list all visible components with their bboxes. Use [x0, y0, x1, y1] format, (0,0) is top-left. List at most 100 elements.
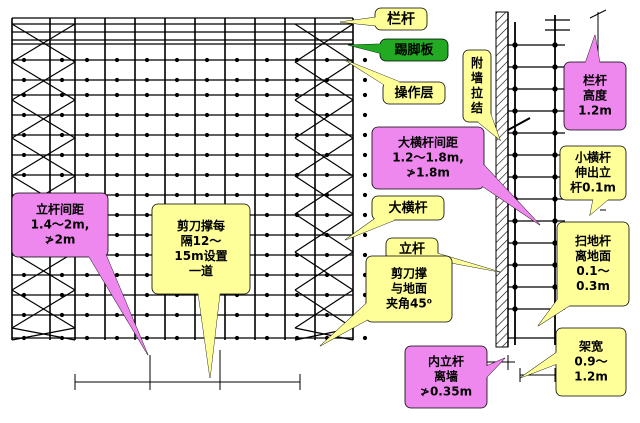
cross-brace — [11, 289, 76, 329]
main-ledger-spacing-label-text: 1.2～1.8m, — [392, 151, 464, 165]
transom-dot — [59, 152, 65, 158]
transom-dot — [204, 77, 210, 83]
transom-dot — [21, 172, 27, 178]
cross-brace — [294, 23, 354, 63]
transom-dot — [204, 152, 210, 158]
transom-dot — [204, 132, 210, 138]
guardrail-height-label-text: 栏杆 — [583, 73, 607, 88]
transom-dot — [59, 112, 65, 118]
transom-dot — [59, 77, 65, 83]
transom-dot — [362, 77, 368, 83]
transom-dot — [84, 335, 90, 341]
brace-angle-label-text: 与地面 — [391, 281, 427, 296]
upright-spacing-label-text: 立杆间距 — [36, 202, 84, 217]
frame-width-label-text: 0.9～ — [574, 355, 607, 369]
brace-interval-label-text: 隔12～ — [181, 233, 222, 248]
inner-upright-label-text: 离墙 — [434, 369, 458, 384]
transom-dot — [59, 132, 65, 138]
transom-dot — [21, 152, 27, 158]
transom-dot — [174, 192, 180, 198]
transom-dot — [294, 312, 300, 318]
section-node — [552, 130, 558, 136]
transom-dot — [114, 57, 120, 63]
section-node — [512, 130, 518, 136]
wall-tie-label-box — [462, 49, 492, 123]
transom-dot — [84, 77, 90, 83]
transom-dot — [204, 192, 210, 198]
transom-dot — [84, 112, 90, 118]
transom-dot — [264, 272, 270, 278]
transom-dot — [21, 272, 27, 278]
transom-dot — [362, 212, 368, 218]
transom-dot — [21, 132, 27, 138]
section-node — [552, 174, 558, 180]
section-node — [512, 86, 518, 92]
brace-angle-label-text: 剪刀撑 — [391, 266, 427, 281]
transom-dot — [21, 57, 27, 63]
transom-dot — [324, 312, 330, 318]
section-node — [512, 42, 518, 48]
cross-brace — [294, 137, 354, 177]
main-ledger-label-text: 大横杆 — [388, 200, 427, 216]
inner-upright-label-text: 内立杆 — [428, 354, 464, 369]
transom-dot — [144, 312, 150, 318]
upright-spacing-label-text: 1.4～2m, — [31, 218, 90, 232]
section-node — [512, 306, 518, 312]
transom-dot — [234, 312, 240, 318]
transom-dot — [324, 132, 330, 138]
transom-dot — [174, 172, 180, 178]
transom-dot — [324, 92, 330, 98]
wall-tie-label-text: 结 — [471, 100, 483, 115]
working-layer-label: 操作层 — [344, 59, 446, 105]
transom-dot — [144, 292, 150, 298]
cross-brace — [294, 61, 354, 101]
frame-width-label: 架宽0.9～1.2m — [519, 327, 627, 397]
transom-dot — [362, 92, 368, 98]
transom-dot — [84, 272, 90, 278]
transom-dot — [84, 152, 90, 158]
transom-dot — [324, 252, 330, 258]
section-node — [512, 152, 518, 158]
transom-dot — [294, 192, 300, 198]
section-node — [512, 284, 518, 290]
transom-dot — [84, 92, 90, 98]
transom-dot — [324, 292, 330, 298]
cross-brace — [294, 99, 354, 139]
transom-dot — [324, 172, 330, 178]
transom-dot — [294, 112, 300, 118]
transom-dot — [59, 172, 65, 178]
upright-spacing-label-box — [11, 192, 109, 258]
transom-dot — [114, 172, 120, 178]
transom-dot — [362, 152, 368, 158]
transom-dot — [264, 192, 270, 198]
transom-dot — [84, 172, 90, 178]
sweep-pole-label-text: 离地面 — [575, 248, 611, 263]
section-node — [552, 262, 558, 268]
transom-dot — [294, 272, 300, 278]
toe-board-label-text: 踢脚板 — [394, 42, 434, 58]
transom-dot — [234, 92, 240, 98]
cross-brace — [294, 251, 354, 291]
transom-dot — [21, 77, 27, 83]
transom-dot — [294, 152, 300, 158]
main-ledger-label: 大横杆 — [344, 195, 445, 241]
transom-dot — [114, 112, 120, 118]
section-node — [552, 86, 558, 92]
transom-dot — [362, 232, 368, 238]
transom-dot — [144, 77, 150, 83]
section-node — [552, 240, 558, 246]
transom-dot — [234, 77, 240, 83]
transom-dot — [234, 172, 240, 178]
transom-dot — [234, 152, 240, 158]
section-node — [512, 262, 518, 268]
transom-dot — [144, 152, 150, 158]
transom-dot — [144, 335, 150, 341]
sweep-pole-label-text: 0.1～ — [576, 264, 609, 278]
transom-dot — [174, 132, 180, 138]
guardrail-height-label-text: 1.2m — [578, 104, 612, 118]
transom-dot — [324, 212, 330, 218]
